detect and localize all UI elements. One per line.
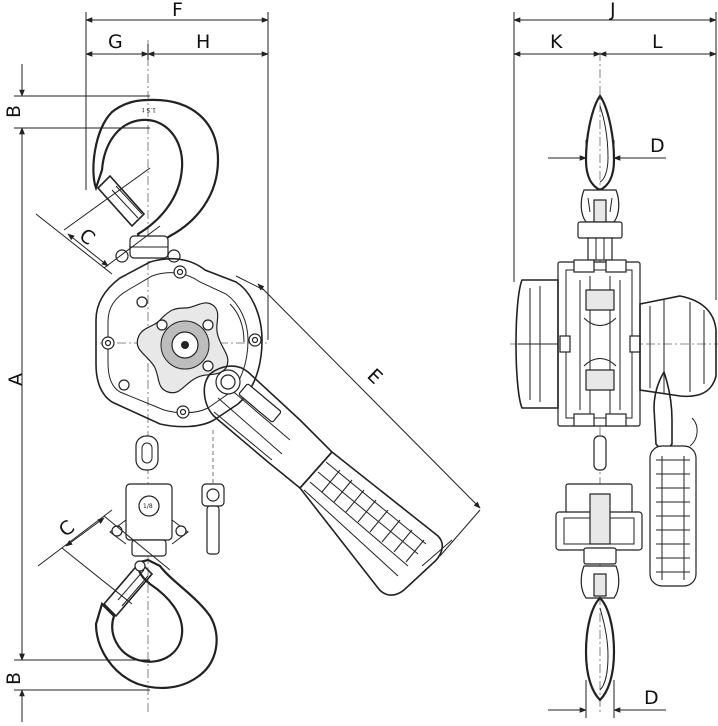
bottom-hook <box>94 558 218 690</box>
dimension-A: A <box>5 127 150 661</box>
bottom-hook-body <box>94 558 218 690</box>
top-hook: 1.5 t <box>92 98 220 263</box>
dimension-G-H: G H <box>85 31 269 60</box>
lever-handle <box>203 365 444 596</box>
lever-slot <box>238 383 282 423</box>
side-bottom-block <box>555 483 643 565</box>
top-nut-right <box>167 249 181 263</box>
label-G: G <box>108 31 123 53</box>
bottom-hook-latch <box>102 560 154 618</box>
label-J: J <box>609 0 616 21</box>
side-chain-link <box>593 435 607 471</box>
side-lever <box>639 295 717 587</box>
top-hook-latch-spring <box>111 185 143 219</box>
dimension-D-bottom: D <box>548 680 666 718</box>
hook-marking-top: 1.5 t <box>142 106 156 113</box>
dimension-K-L: K L <box>513 31 717 57</box>
label-D-top: D <box>650 135 665 157</box>
label-H: H <box>196 31 210 53</box>
side-plate <box>95 257 263 428</box>
side-top-hook <box>577 94 623 261</box>
front-view: 1.5 t <box>3 0 481 722</box>
label-L: L <box>652 31 663 53</box>
top-nut-left <box>115 249 129 263</box>
label-F: F <box>172 0 183 21</box>
top-hook-latch <box>96 174 146 228</box>
label-D-bottom: D <box>644 687 659 709</box>
dimension-D-top: D <box>548 135 666 166</box>
dimension-B-top: B <box>3 64 150 160</box>
dimension-J: J <box>513 0 717 300</box>
label-K: K <box>550 31 563 53</box>
hoist-body <box>95 257 263 428</box>
label-B-bottom: B <box>3 672 25 685</box>
label-B-top: B <box>3 105 25 118</box>
label-C-top: C <box>75 224 99 250</box>
label-A: A <box>5 373 27 386</box>
side-frame <box>557 259 641 427</box>
bottom-block: 1/8 <box>109 483 189 557</box>
body-marking: 1/8 <box>143 503 153 510</box>
load-chain-link <box>135 435 159 471</box>
side-view: J K L D D <box>510 0 718 718</box>
dimension-B-bottom: B <box>3 630 150 722</box>
side-bottom-hook <box>580 565 620 702</box>
side-pin <box>201 430 225 555</box>
lever-grip <box>298 450 444 596</box>
label-E: E <box>363 365 387 389</box>
gear-cover <box>515 279 559 409</box>
top-hook-body <box>92 98 220 246</box>
